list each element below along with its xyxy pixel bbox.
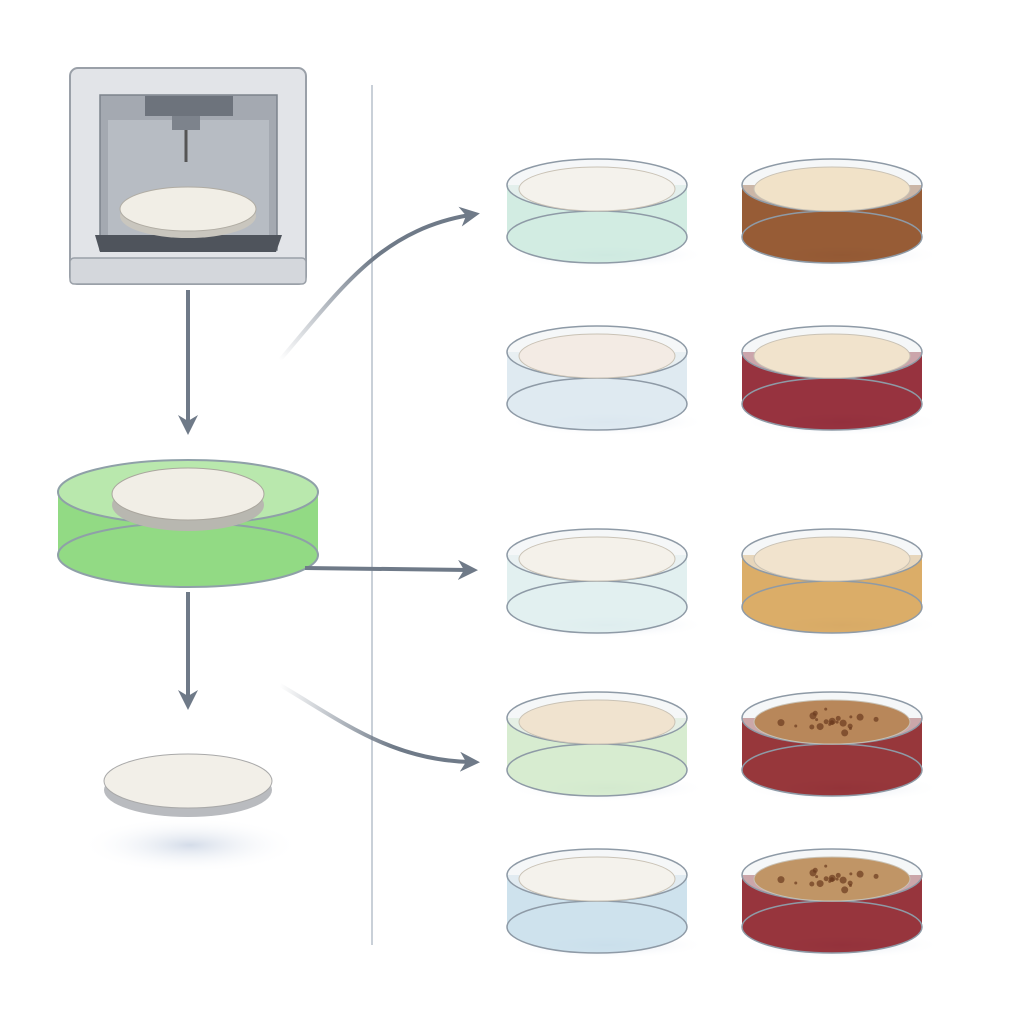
speck [815,875,819,879]
agar-surface [753,166,911,212]
petri-dish-icon [506,848,707,959]
arrow-to-middle-dishes [304,559,478,580]
speck [856,870,864,878]
petri-dish-icon [741,848,942,959]
agar-surface [753,333,911,379]
speck [777,719,785,727]
agar-surface [518,856,676,902]
speck [809,869,817,877]
speck [856,713,864,721]
petri-dish-icon [506,528,707,639]
agar-surface [518,166,676,212]
speck [841,886,849,894]
speck [847,723,853,729]
speck [809,881,815,887]
speck [809,724,815,730]
speck [873,716,879,722]
speck [823,876,829,882]
petri-dish-icon [741,528,942,639]
speck [849,872,853,876]
result-dishes-grid [506,158,942,959]
speck [829,877,835,883]
speck [824,864,828,868]
petri-dish-icon [506,691,707,802]
speck [816,880,824,888]
agar-surface [753,536,911,582]
speck [847,880,853,886]
speck [839,876,847,884]
speck [777,876,785,884]
speck [816,723,824,731]
speck [794,881,798,885]
speck [835,877,839,881]
arrow-to-bottom-dishes [278,683,480,772]
agar-surface [518,333,676,379]
speck [835,715,841,721]
agar-surface [518,699,676,745]
disc-icon [80,753,300,873]
speck [824,707,828,711]
speck [835,720,839,724]
speck [823,719,829,725]
speck [849,715,853,719]
speck [835,872,841,878]
petri-dish-icon [741,691,942,802]
petri-dish-icon [57,459,319,588]
speck [794,724,798,728]
speck [841,729,849,737]
speck [809,712,817,720]
agar-surface [518,536,676,582]
speck [839,719,847,727]
petri-dish-icon [506,158,707,269]
petri-dish-icon [741,325,942,436]
3d-printer-icon [69,67,307,285]
speck [829,720,835,726]
speck [873,873,879,879]
speck [815,718,819,722]
petri-dish-icon [506,325,707,436]
arrow-to-top-dishes [278,206,480,362]
petri-dish-icon [741,158,942,269]
